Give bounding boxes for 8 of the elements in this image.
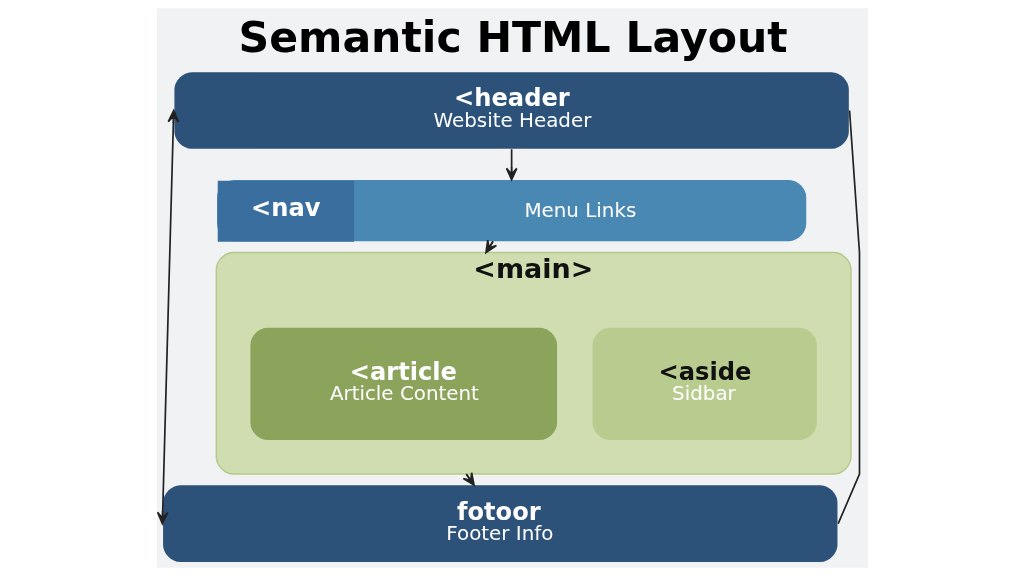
node-box: fotoor Footer Info: [162, 485, 837, 562]
node-box: <header Website Header: [173, 72, 849, 149]
connector: [836, 109, 860, 525]
diagram-title: Semantic HTML Layout: [237, 12, 788, 63]
arrow: [156, 109, 179, 525]
node-box: <article Article Content: [249, 327, 557, 440]
node-box: <aside Sidbar: [592, 327, 817, 440]
arrow: [505, 148, 518, 181]
